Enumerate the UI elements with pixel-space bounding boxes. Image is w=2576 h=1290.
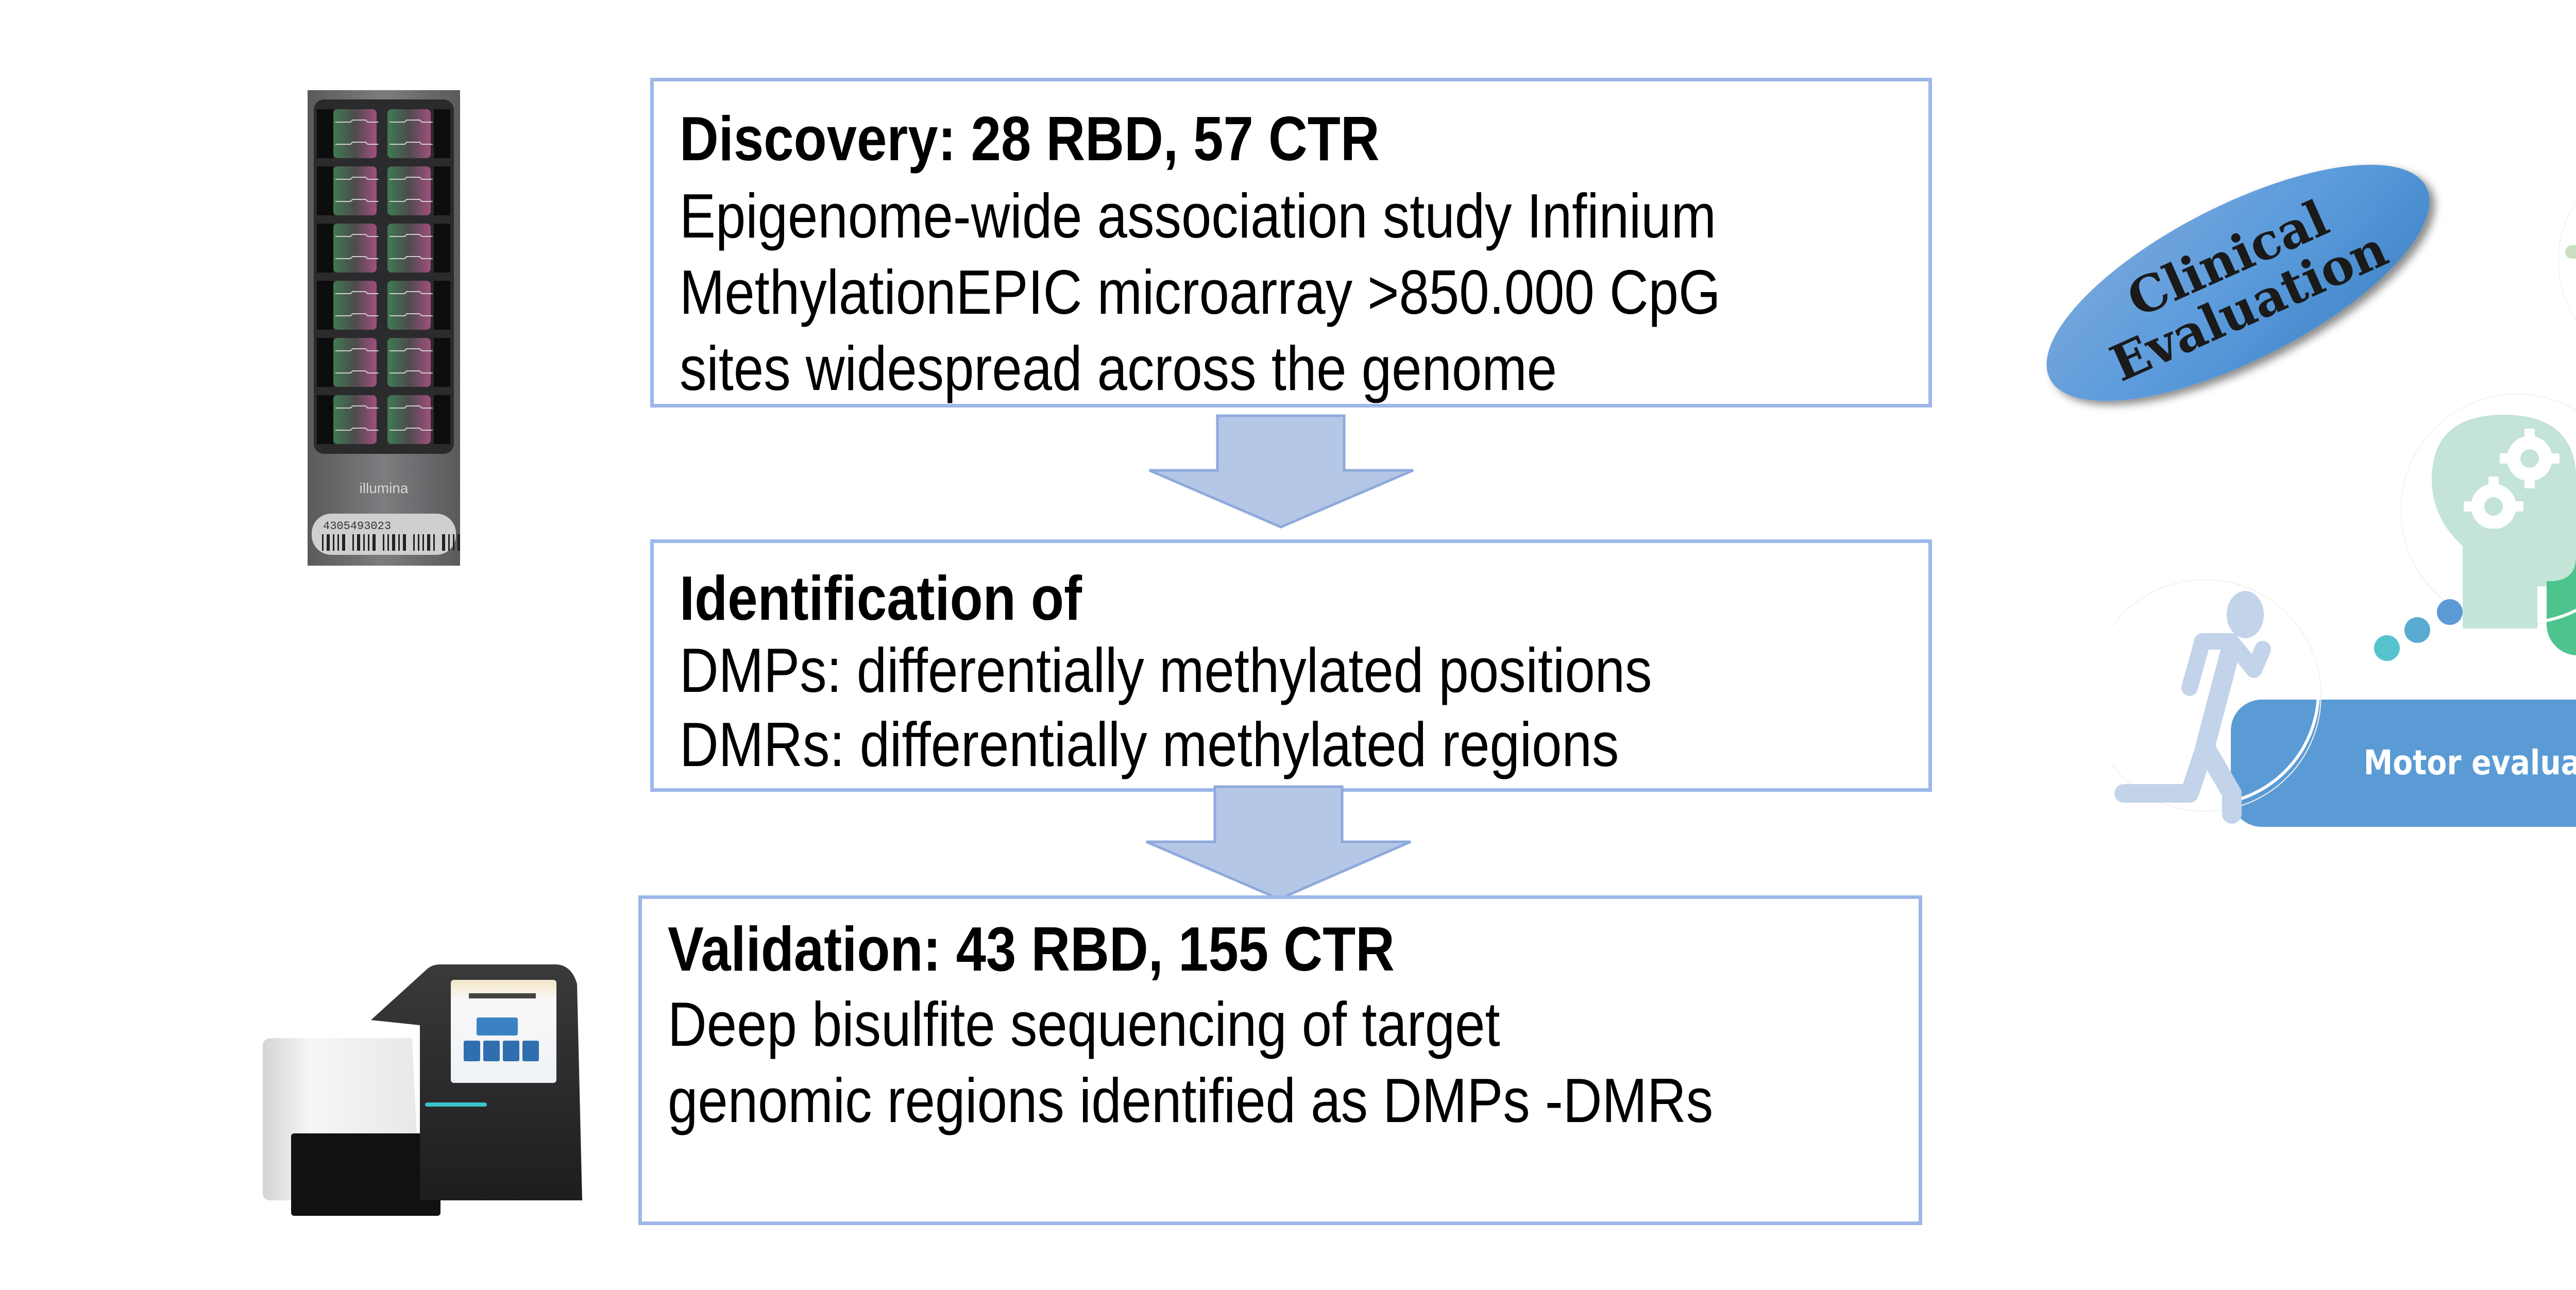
head-neck-overlay bbox=[2463, 529, 2576, 629]
dot bbox=[2437, 599, 2463, 625]
array-well bbox=[387, 395, 431, 444]
sequencer-image bbox=[242, 958, 592, 1216]
decorative-arc bbox=[2231, 700, 2320, 803]
chip-brand-label: illumina bbox=[360, 480, 409, 496]
barcode-bar bbox=[337, 534, 339, 551]
array-pad bbox=[317, 224, 333, 273]
array-pad bbox=[317, 338, 333, 387]
identification-line-1: DMPs: differentially methylated position… bbox=[680, 635, 1652, 705]
barcode-bar bbox=[352, 534, 354, 551]
barcode-bar bbox=[372, 534, 376, 551]
array-well bbox=[387, 224, 431, 273]
dot bbox=[2404, 617, 2430, 643]
array-pad bbox=[317, 281, 333, 330]
barcode-bar bbox=[368, 534, 369, 551]
array-well bbox=[333, 338, 377, 387]
identification-box: Identification of DMPs: differentially m… bbox=[650, 539, 1932, 792]
array-well bbox=[387, 166, 431, 215]
barcode-bar bbox=[327, 534, 330, 551]
down-arrow-2 bbox=[1146, 785, 1411, 901]
barcode-bar bbox=[403, 534, 406, 551]
array-pad bbox=[434, 224, 450, 273]
array-well bbox=[387, 338, 431, 387]
array-well bbox=[333, 281, 377, 330]
barcode-bar bbox=[392, 534, 395, 551]
discovery-title: Discovery: 28 RBD, 57 CTR bbox=[680, 104, 1380, 174]
array-well bbox=[333, 166, 377, 215]
discovery-line-1: Epigenome-wide association study Infiniu… bbox=[680, 181, 1717, 251]
chip-barcode-number: 4305493023 bbox=[323, 520, 391, 533]
barcode-bar bbox=[433, 534, 435, 551]
barcode-bar bbox=[422, 534, 424, 551]
array-pad bbox=[434, 338, 450, 387]
ecg-icon bbox=[2558, 201, 2576, 321]
barcode-bar bbox=[363, 534, 365, 551]
barcode-bar bbox=[398, 534, 400, 551]
array-well bbox=[333, 109, 377, 158]
array-pad bbox=[434, 281, 450, 330]
dot bbox=[2374, 635, 2400, 661]
array-well bbox=[387, 109, 431, 158]
identification-title: Identification of bbox=[680, 563, 1082, 633]
array-well bbox=[333, 224, 377, 273]
validation-line-1: Deep bisulfite sequencing of target bbox=[668, 989, 1500, 1059]
decorative-arc bbox=[2547, 608, 2576, 622]
sequencer-icon bbox=[263, 964, 582, 1216]
discovery-box: Discovery: 28 RBD, 57 CTR Epigenome-wide… bbox=[650, 78, 1932, 408]
discovery-line-3: sites widespread across the genome bbox=[680, 333, 1557, 403]
array-pad bbox=[434, 109, 450, 158]
runner-icon bbox=[2112, 579, 2321, 824]
barcode-bar bbox=[442, 534, 445, 551]
barcode-bar bbox=[448, 534, 450, 551]
microarray-chip-icon: illumina 4305493023 bbox=[308, 90, 461, 566]
motor-label: Motor evaluation bbox=[2364, 743, 2576, 783]
motor-evaluation-box: Motor evaluation bbox=[2231, 700, 2576, 827]
barcode-bar bbox=[322, 534, 324, 551]
barcode-bar bbox=[413, 534, 415, 551]
down-arrow-1 bbox=[1149, 414, 1414, 529]
barcode-bar bbox=[418, 534, 419, 551]
array-pad bbox=[317, 109, 333, 158]
array-pad bbox=[317, 395, 333, 444]
clinical-evaluation-oval: Clinical Evaluation bbox=[2037, 164, 2440, 401]
barcode-bar bbox=[383, 534, 384, 551]
barcode-bar bbox=[357, 534, 360, 551]
connector-dots-2 bbox=[2374, 599, 2463, 661]
array-well bbox=[333, 395, 377, 444]
discovery-line-2: MethylationEPIC microarray >850.000 CpG bbox=[680, 257, 1721, 327]
array-well bbox=[387, 281, 431, 330]
array-pad bbox=[434, 395, 450, 444]
barcode-bar bbox=[342, 534, 345, 551]
barcode-bar bbox=[427, 534, 430, 551]
array-pad bbox=[317, 166, 333, 215]
array-pad bbox=[434, 166, 450, 215]
barcode-bar bbox=[333, 534, 334, 551]
validation-title: Validation: 43 RBD, 155 CTR bbox=[668, 914, 1395, 984]
barcode-bar bbox=[453, 534, 454, 551]
validation-box: Validation: 43 RBD, 155 CTR Deep bisulfi… bbox=[638, 895, 1922, 1225]
barcode-bar bbox=[387, 534, 389, 551]
validation-line-2: genomic regions identified as DMPs -DMRs bbox=[668, 1065, 1714, 1135]
microarray-chip-image: illumina 4305493023 bbox=[308, 90, 461, 566]
identification-line-2: DMRs: differentially methylated regions bbox=[680, 709, 1619, 779]
barcode-bar bbox=[457, 534, 461, 551]
